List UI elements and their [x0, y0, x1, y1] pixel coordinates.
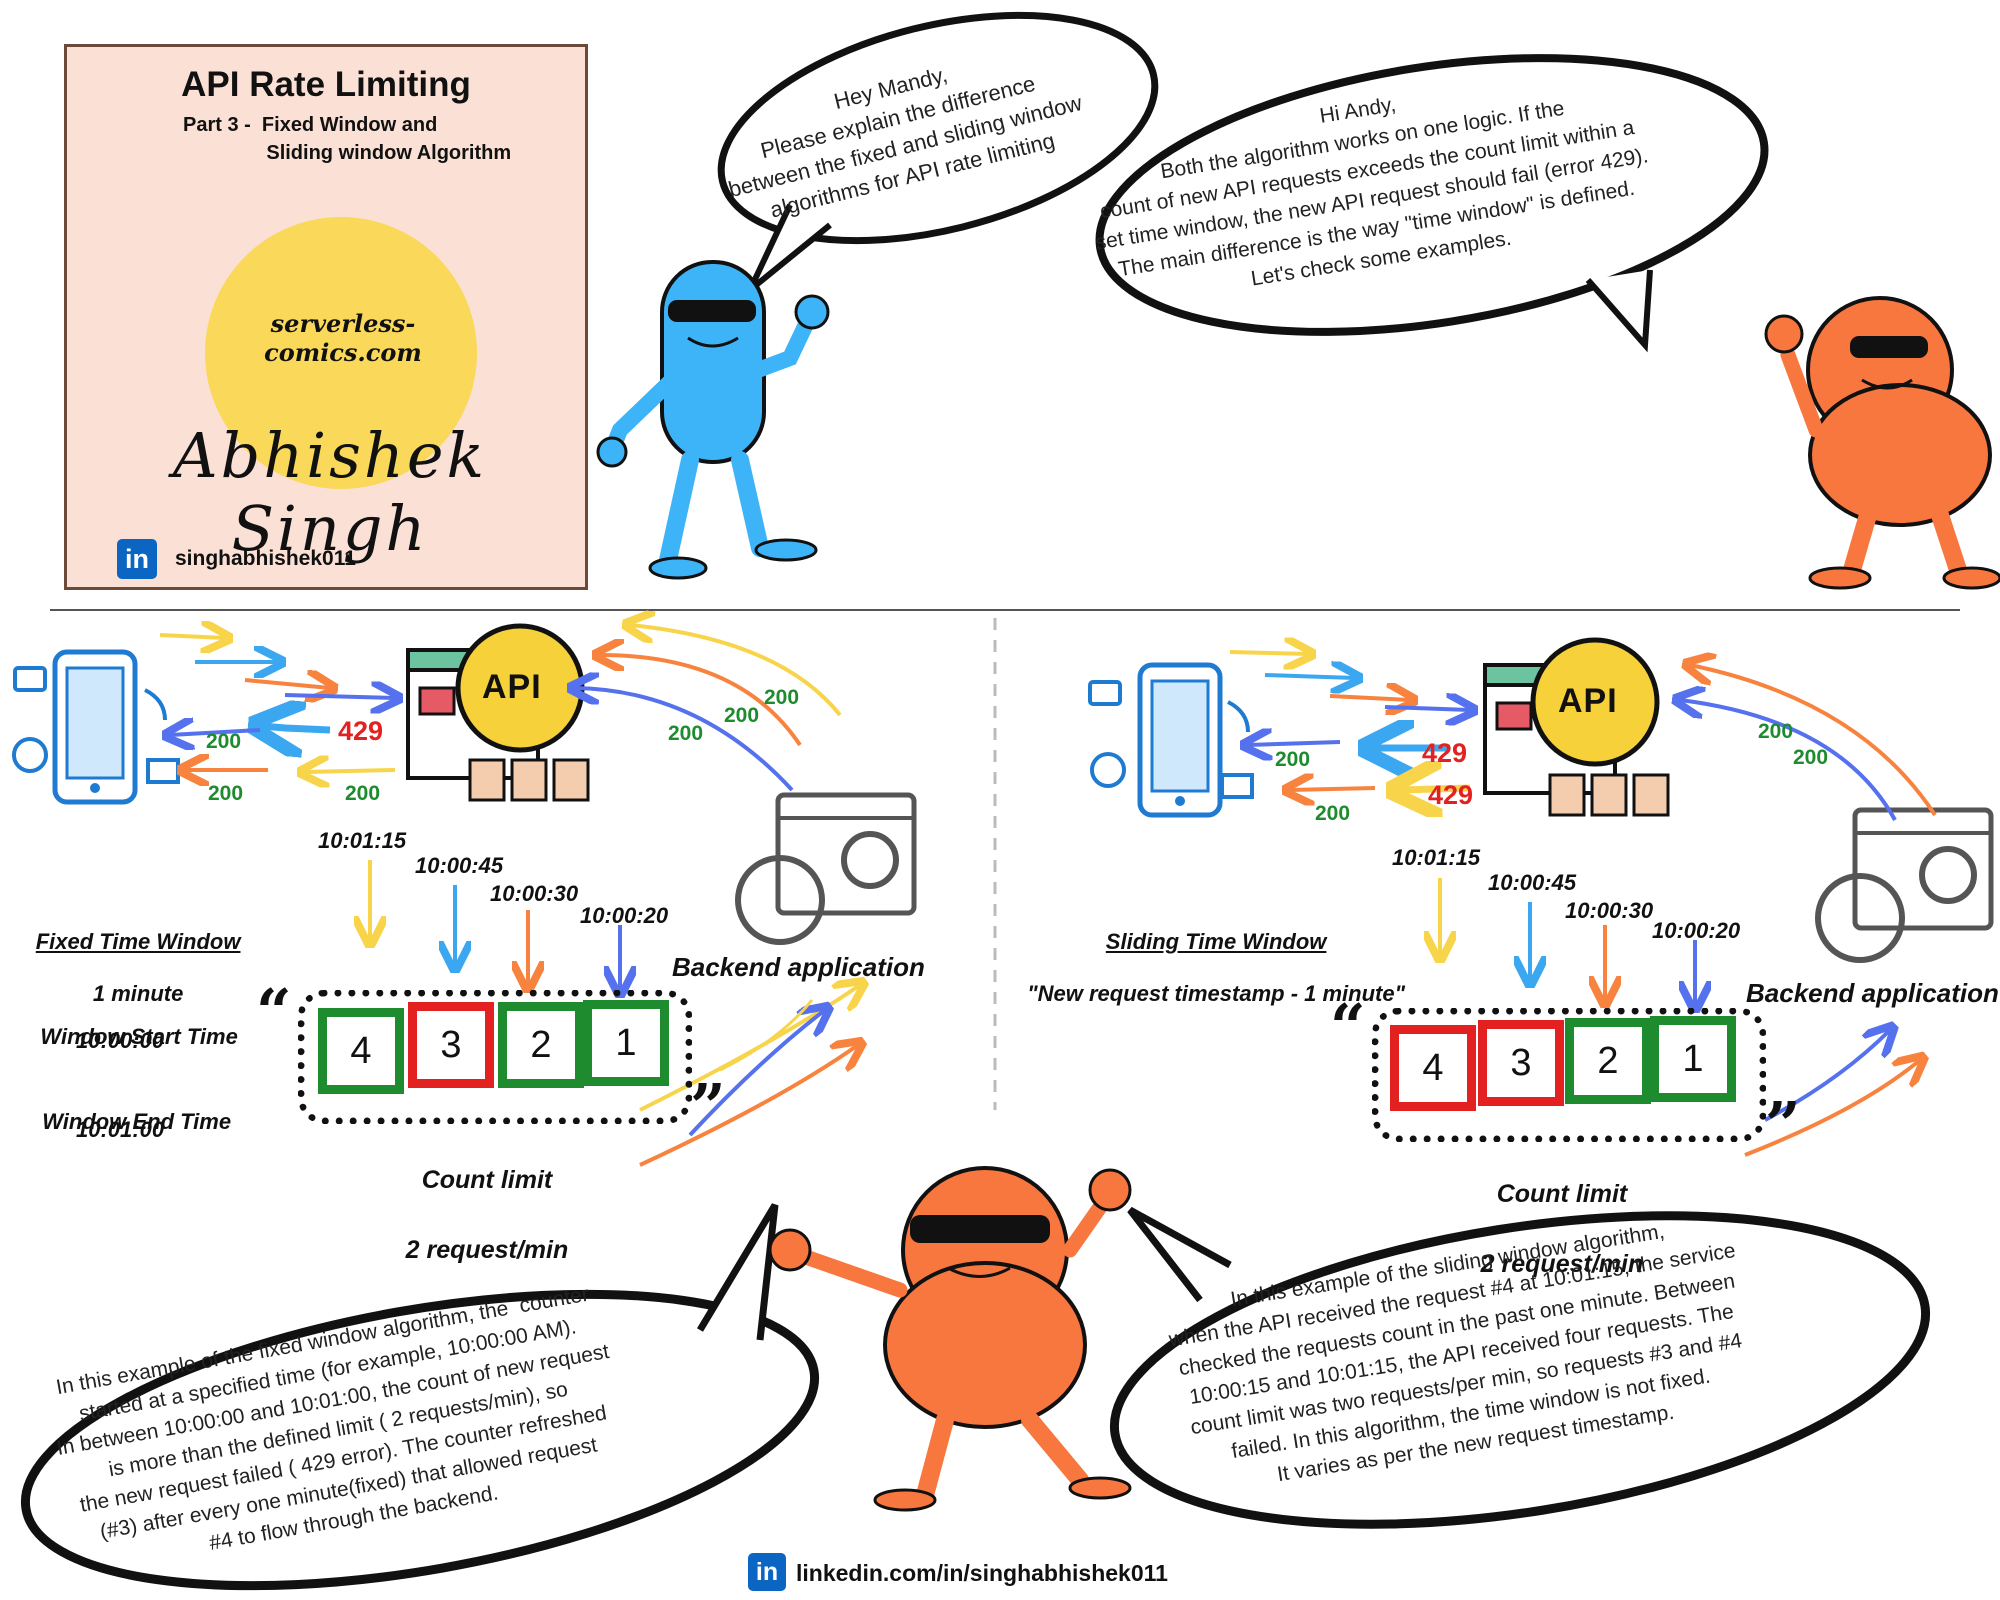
- sliding-backend-arrows: [1680, 665, 1937, 1157]
- response-code: 200: [668, 722, 704, 745]
- mobile-app-icon: [1088, 662, 1254, 818]
- request-queue: [1372, 1008, 1766, 1142]
- api-gear-icon: [1483, 637, 1670, 817]
- sliding-window-definition: Sliding Time Window "New request timesta…: [1010, 903, 1410, 1007]
- count-limit: Count limit 2 request/min: [1425, 1142, 1685, 1282]
- request-box: 2: [1565, 1018, 1651, 1104]
- sun-circle: [205, 217, 477, 489]
- sliding-window-heading: Sliding Time Window: [1105, 929, 1327, 954]
- linkedin-icon: in: [117, 539, 157, 579]
- andy-speech-bubble: [1095, 54, 1769, 353]
- request-box: 2: [498, 1002, 584, 1088]
- count-limit-value: 2 request/min: [1480, 1250, 1644, 1278]
- window-start-time: 10:00:00: [76, 1028, 165, 1053]
- api-label: API: [1558, 682, 1618, 720]
- timestamp: 10:00:30: [490, 881, 579, 906]
- request-box-failed: 3: [1478, 1020, 1564, 1106]
- api-gear-icon: [406, 623, 590, 802]
- response-code: 200: [208, 782, 244, 805]
- request-box-failed: 3: [408, 1002, 494, 1088]
- linkedin-icon: in: [748, 1553, 786, 1591]
- count-limit-label: Count limit: [1496, 1180, 1628, 1208]
- close-quote-mark: ”: [690, 1070, 726, 1143]
- backend-label: Backend application: [1746, 978, 1999, 1008]
- timestamp: 10:01:15: [1392, 845, 1481, 870]
- website-label: serverless-comics.com: [264, 309, 422, 367]
- open-quote-mark: “: [1330, 990, 1366, 1063]
- fixed-timestamp-arrows: [370, 860, 620, 990]
- backend-label: Backend application: [672, 952, 925, 982]
- request-box: 1: [1650, 1016, 1736, 1102]
- response-code: 200: [1793, 746, 1829, 769]
- author-signature: Abhishek Singh: [172, 419, 488, 565]
- linkedin-profile-link[interactable]: linkedin.com/in/singhabhishek011: [796, 1560, 1168, 1586]
- response-code: 200: [345, 782, 381, 805]
- timestamp: 10:00:20: [1652, 918, 1741, 943]
- request-box: 4: [318, 1008, 404, 1094]
- count-limit: Count limit 2 request/min: [360, 1128, 600, 1268]
- count-limit-label: Count limit: [421, 1166, 553, 1194]
- timestamp: 10:00:30: [1565, 898, 1654, 923]
- window-end: Window End Time: [30, 1083, 232, 1135]
- backend-gear-icon: [735, 792, 917, 945]
- title-card: API Rate Limiting Part 3 - Fixed Window …: [64, 44, 588, 590]
- fixed-window-definition: Fixed Time Window 1 minute: [22, 903, 242, 1007]
- window-end-label: Window End Time: [42, 1109, 232, 1134]
- page-title: API Rate Limiting: [181, 65, 471, 104]
- andy-character-bottom: [768, 1166, 1132, 1512]
- window-end-time: 10:01:00: [76, 1117, 165, 1142]
- response-code: 200: [1315, 802, 1351, 825]
- backend-gear-icon: [1815, 807, 1994, 963]
- window-start-label: Window Start Time: [40, 1024, 238, 1049]
- response-code: 200: [206, 730, 242, 753]
- timestamp: 10:01:15: [318, 828, 407, 853]
- error-code: 429: [338, 716, 384, 746]
- count-limit-value: 2 request/min: [405, 1236, 569, 1264]
- andy-character-top: [1764, 296, 2000, 590]
- timestamp: 10:00:20: [580, 903, 669, 928]
- sliding-timestamp-arrows: [1440, 878, 1695, 1005]
- window-start: Window Start Time: [28, 998, 238, 1050]
- sliding-request-arrows: [1229, 652, 1470, 790]
- timestamp: 10:00:45: [1488, 870, 1577, 895]
- fixed-window-heading: Fixed Time Window: [35, 929, 241, 954]
- mandy-character: [596, 260, 830, 580]
- page-subtitle: Part 3 - Fixed Window and Sliding window…: [183, 114, 512, 164]
- error-code: 429: [1422, 738, 1468, 768]
- close-quote-mark: ”: [1765, 1088, 1801, 1161]
- response-code: 200: [1758, 720, 1794, 743]
- fixed-backend-arrows: [575, 625, 860, 1167]
- response-code: 200: [724, 704, 760, 727]
- error-code: 429: [1428, 780, 1474, 810]
- api-label: API: [482, 668, 542, 706]
- sliding-explanation-bubble: [1109, 1206, 1931, 1529]
- request-queue: [298, 990, 692, 1124]
- response-code: 200: [1275, 748, 1311, 771]
- fixed-window-duration: 1 minute: [92, 981, 184, 1006]
- linkedin-handle: singhabhishek011: [175, 547, 356, 570]
- sliding-window-rule: "New request timestamp - 1 minute": [1027, 981, 1406, 1006]
- response-code: 200: [764, 686, 800, 709]
- request-box: 1: [583, 1000, 669, 1086]
- request-box-failed: 4: [1390, 1025, 1476, 1111]
- open-quote-mark: “: [256, 975, 292, 1048]
- mobile-app-icon: [12, 649, 180, 805]
- fixed-request-arrows: [159, 635, 395, 772]
- fixed-explanation-bubble: [20, 1203, 820, 1591]
- timestamp: 10:00:45: [415, 853, 504, 878]
